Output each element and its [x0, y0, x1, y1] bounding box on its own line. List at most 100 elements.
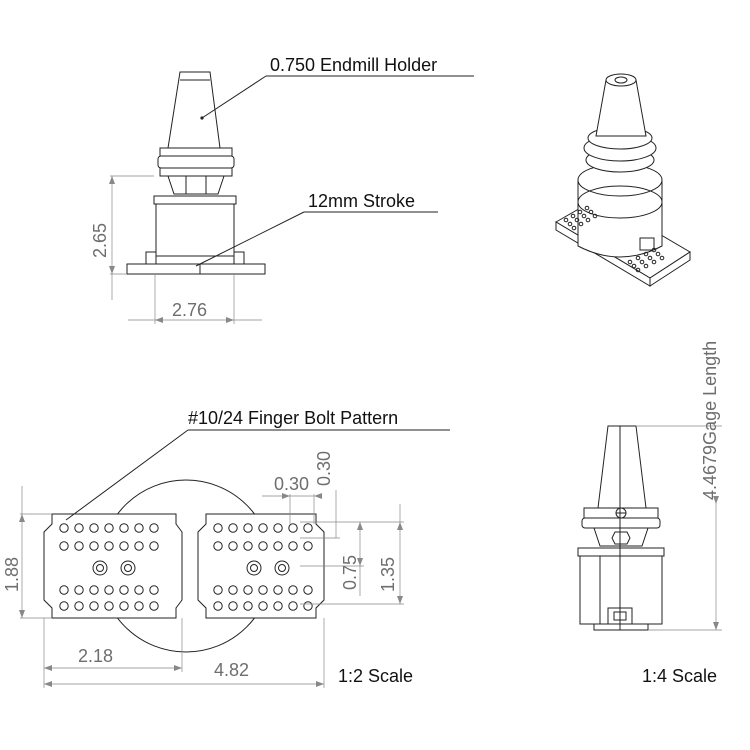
bolt-hole	[119, 523, 129, 533]
iso-bolt-hole	[585, 217, 591, 223]
iso-bolt-hole	[643, 263, 649, 269]
front-view	[109, 71, 474, 324]
iso-bolt-hole	[639, 259, 645, 265]
bolt-hole	[303, 541, 313, 551]
plan-bolt-holes	[59, 523, 313, 611]
bolt-hole	[104, 523, 114, 533]
iso-bolt-hole	[570, 213, 576, 219]
bolt-hole	[258, 541, 268, 551]
hole-spacing-y-dim: 0.30	[314, 451, 334, 486]
bolt-hole	[149, 585, 159, 595]
row-span-dim: 1.35	[378, 557, 398, 592]
iso-bolt-hole	[584, 205, 590, 211]
iso-bolt-hole	[651, 259, 657, 265]
iso-bolt-hole	[635, 255, 641, 261]
iso-bolt-hole	[647, 255, 653, 261]
front-width-dim: 2.76	[172, 300, 207, 320]
bolt-hole	[273, 523, 283, 533]
center-bore-inner	[278, 564, 286, 572]
holder-leader	[201, 75, 267, 119]
bolt-hole	[288, 601, 298, 611]
bolt-hole	[59, 523, 69, 533]
inner-span-dim: 0.75	[340, 555, 360, 590]
side-view	[577, 425, 722, 631]
bolt-hole	[104, 585, 114, 595]
bolt-hole	[228, 601, 238, 611]
bolt-hole	[288, 523, 298, 533]
bolt-hole	[104, 541, 114, 551]
iso-bolt-hole	[577, 209, 583, 215]
bolt-hole	[119, 585, 129, 595]
center-bore	[120, 560, 136, 576]
bolt-hole	[273, 585, 283, 595]
bolt-hole	[288, 585, 298, 595]
bolt-hole	[134, 523, 144, 533]
iso-bolt-hole	[643, 251, 649, 257]
iso-bolt-hole	[592, 213, 598, 219]
bolt-hole	[134, 541, 144, 551]
bolt-hole	[89, 585, 99, 595]
iso-bolt-hole	[588, 209, 594, 215]
bolt-hole	[213, 585, 223, 595]
bolt-hole	[243, 585, 253, 595]
bolt-hole	[213, 601, 223, 611]
bolt-hole	[149, 541, 159, 551]
plan-half-width-dim: 2.18	[78, 646, 113, 666]
bolt-hole	[243, 541, 253, 551]
bolt-hole	[243, 601, 253, 611]
plan-dimensions	[19, 429, 450, 688]
center-bore-inner	[250, 564, 258, 572]
bolt-hole	[134, 601, 144, 611]
bolt-hole	[59, 585, 69, 595]
bolt-hole	[258, 585, 268, 595]
stroke-label: 12mm Stroke	[308, 191, 415, 211]
bolt-hole	[273, 601, 283, 611]
bolt-hole	[119, 601, 129, 611]
iso-bolt-hole	[567, 221, 573, 227]
bolt-hole	[228, 523, 238, 533]
iso-bolt-hole	[574, 217, 580, 223]
iso-bolt-hole	[651, 247, 657, 253]
plan-scale-label: 1:2 Scale	[338, 666, 413, 686]
bolt-hole	[228, 585, 238, 595]
iso-bolt-hole	[571, 225, 577, 231]
stroke-leader	[195, 211, 305, 267]
bolt-hole	[303, 585, 313, 595]
bolt-hole	[149, 601, 159, 611]
front-height-dim: 2.65	[90, 223, 110, 258]
iso-bolt-hole	[578, 221, 584, 227]
iso-bolt-hole	[655, 251, 661, 257]
bolt-hole	[149, 523, 159, 533]
bolt-hole	[243, 523, 253, 533]
iso-bolt-hole	[659, 255, 665, 261]
bolt-hole	[59, 601, 69, 611]
center-bore	[246, 560, 262, 576]
bolt-pattern-label: #10/24 Finger Bolt Pattern	[188, 408, 398, 428]
hole-spacing-x-dim: 0.30	[274, 474, 309, 494]
center-bore	[274, 560, 290, 576]
bolt-hole	[89, 601, 99, 611]
bolt-hole	[273, 541, 283, 551]
plan-height-dim: 1.88	[2, 557, 22, 592]
center-bore	[92, 560, 108, 576]
bolt-hole	[59, 541, 69, 551]
bolt-hole	[228, 541, 238, 551]
bolt-hole	[213, 523, 223, 533]
gage-length-dim: 4.4679Gage Length	[700, 341, 720, 500]
iso-bolt-hole	[631, 263, 637, 269]
bolt-hole	[134, 585, 144, 595]
plan-total-width-dim: 4.82	[214, 660, 249, 680]
bolt-hole	[213, 541, 223, 551]
bolt-hole	[258, 601, 268, 611]
bolt-hole	[303, 523, 313, 533]
isometric-view	[555, 73, 691, 287]
bolt-hole	[74, 585, 84, 595]
bolt-hole	[74, 523, 84, 533]
bolt-hole	[89, 541, 99, 551]
side-scale-label: 1:4 Scale	[642, 666, 717, 686]
bolt-hole	[258, 523, 268, 533]
bolt-hole	[104, 601, 114, 611]
bolt-hole	[119, 541, 129, 551]
bolt-hole	[303, 601, 313, 611]
